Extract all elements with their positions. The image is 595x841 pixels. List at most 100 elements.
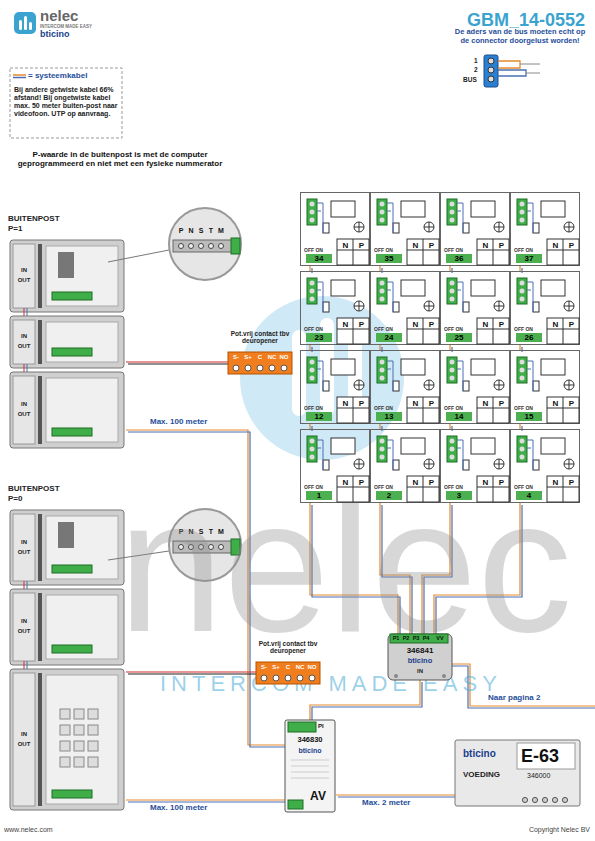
node-text: S+ xyxy=(242,354,254,361)
node-text: OFF ON xyxy=(374,485,393,491)
terminal-label: OUT xyxy=(13,343,35,350)
node-text: OFF ON xyxy=(374,327,393,333)
node-text: 3 xyxy=(446,491,472,500)
node-text: bticino xyxy=(463,748,496,760)
terminal-label: P xyxy=(176,227,186,235)
node-text: 34 xyxy=(306,254,332,263)
terminal-label: IN xyxy=(13,401,35,408)
logo-text: bticino xyxy=(40,29,70,39)
node-text: N xyxy=(338,241,353,250)
edge-label: Max. 100 meter xyxy=(150,803,207,812)
video-monitor: OFF ONNP24 xyxy=(370,271,440,345)
video-monitor: OFF ON NP 2 xyxy=(370,429,440,503)
node-text: P xyxy=(424,478,439,487)
legend-text: = systeemkabel xyxy=(28,71,87,80)
logo-text: nelec xyxy=(40,7,78,24)
node-text: 346000 xyxy=(527,772,550,780)
wire-core xyxy=(128,801,287,802)
node-text: OFF ON xyxy=(514,327,533,333)
footer-text: Copyright Nelec BV xyxy=(470,826,590,834)
node-text: NO xyxy=(306,664,318,671)
terminal-label: OUT xyxy=(13,628,35,635)
node-text: OFF ON xyxy=(444,327,463,333)
node-text: Pot.vrij contact tbv deuropener xyxy=(256,640,320,655)
node-text: NO xyxy=(278,354,290,361)
node-text: P xyxy=(564,478,579,487)
wire-core xyxy=(128,363,230,364)
node-text: 1 xyxy=(306,491,332,500)
wire-core xyxy=(336,794,455,795)
node-text: 4 xyxy=(516,491,542,500)
node-text: P=1 xyxy=(8,224,22,233)
node-text: OFF ON xyxy=(444,406,463,412)
node-text: P xyxy=(564,241,579,250)
wire-core xyxy=(126,361,228,362)
node-text: P4 xyxy=(421,635,431,641)
node-text: 15 xyxy=(516,412,542,421)
door-station: BUITENPOSTP=0 xyxy=(8,484,126,812)
node-text: P xyxy=(564,399,579,408)
node-text: N xyxy=(408,478,423,487)
node-text: P xyxy=(564,320,579,329)
video-monitor: OFF ONNP34 xyxy=(300,192,370,266)
terminal-label: BUS xyxy=(463,76,477,83)
wire-core xyxy=(338,796,457,797)
node-text: N xyxy=(478,399,493,408)
node-text: 2 xyxy=(376,491,402,500)
terminal-label: IN xyxy=(13,267,35,274)
node-text: 13 xyxy=(376,412,402,421)
door-station-modules xyxy=(10,240,124,810)
node-text: OFF ON xyxy=(304,327,323,333)
terminal-label: IN xyxy=(13,731,35,738)
wire-core xyxy=(126,799,285,800)
node-text: 35 xyxy=(376,254,402,263)
terminal-label: OUT xyxy=(13,411,35,418)
node-text: N xyxy=(548,241,563,250)
video-monitor: OFF ONNP12 xyxy=(300,350,370,424)
node-text: N xyxy=(338,399,353,408)
node-text: OFF ON xyxy=(514,485,533,491)
node-text: OFF ON xyxy=(514,248,533,254)
terminal-label: S xyxy=(196,227,206,235)
logo-text: INTERCOM MADE EASY xyxy=(40,24,92,29)
footer-text: www.nelec.com xyxy=(4,826,53,834)
node-text: NC xyxy=(266,354,278,361)
node-text: N xyxy=(408,241,423,250)
node-text: P xyxy=(424,241,439,250)
node-text: OFF ON xyxy=(304,485,323,491)
node-text: C xyxy=(282,664,294,671)
node-text: 346841 xyxy=(390,646,450,655)
power-supply: bticinoE-63VOEDING346000 xyxy=(455,740,580,806)
node-text: P xyxy=(494,241,509,250)
relay-box: Pot.vrij contact tbv deuropenerS-S+CNCNO xyxy=(228,330,293,374)
relay-wire xyxy=(126,362,230,364)
system-cable xyxy=(336,795,457,797)
node-text: 26 xyxy=(516,333,542,342)
distributor: P1P2P3P4VV346841bticinoIN xyxy=(388,634,452,680)
node-text: 12 xyxy=(306,412,332,421)
terminal-label: IN xyxy=(13,333,35,340)
node-text: VV xyxy=(433,635,447,641)
node-text: P xyxy=(424,399,439,408)
node-text: 25 xyxy=(446,333,472,342)
video-monitor: OFF ONNP13 xyxy=(370,350,440,424)
node-text: OFF ON xyxy=(444,248,463,254)
node-text: P xyxy=(354,241,369,250)
door-station: BUITENPOSTP=1 xyxy=(8,214,126,448)
node-text: 37 xyxy=(516,254,542,263)
node-text: P1 xyxy=(391,635,401,641)
terminal-label: IN xyxy=(13,618,35,625)
node-text: C xyxy=(254,354,266,361)
node-text: P3 xyxy=(411,635,421,641)
node-text: N xyxy=(478,241,493,250)
node-text: P xyxy=(354,478,369,487)
node-text: PI xyxy=(318,723,324,730)
edge-label: Max. 100 meter xyxy=(150,417,207,426)
video-monitor: OFF ONNP23 xyxy=(300,271,370,345)
node-text: N xyxy=(408,399,423,408)
note-text: Bij andere getwiste kabel 66% afstand! B… xyxy=(14,86,118,118)
node-text: BUITENPOST xyxy=(8,484,60,493)
edge-label: Max. 2 meter xyxy=(362,798,410,807)
terminal-label: OUT xyxy=(13,741,35,748)
node-text: N xyxy=(338,478,353,487)
